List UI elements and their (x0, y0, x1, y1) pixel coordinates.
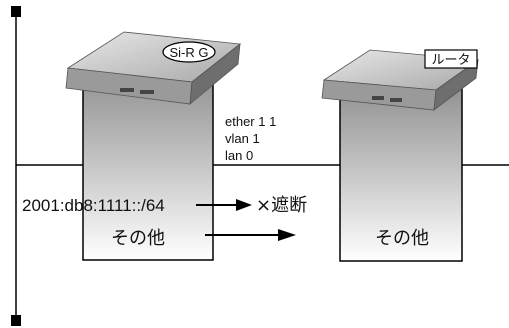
prefix-label: 2001:db8:1111::/64 (22, 196, 165, 215)
interface-vlan-label: vlan 1 (225, 131, 260, 146)
sir-name-oval (162, 41, 216, 63)
blocked-arrow (196, 199, 252, 211)
blocked-label: ×遮断 (256, 195, 307, 216)
router-box-label: その他 (375, 228, 429, 249)
sir-name-label: Si-R G (170, 45, 209, 60)
bus-bottom-terminator (11, 315, 21, 326)
router-name-label: ルータ (431, 53, 470, 68)
sir-box-label: その他 (111, 228, 165, 249)
passed-arrow (205, 229, 296, 241)
interface-ether-label: ether 1 1 (225, 114, 276, 129)
bus-top-terminator (11, 6, 21, 17)
router-name-box (424, 49, 478, 69)
vertical-bus (11, 6, 21, 326)
interface-lan-label: lan 0 (225, 148, 253, 163)
